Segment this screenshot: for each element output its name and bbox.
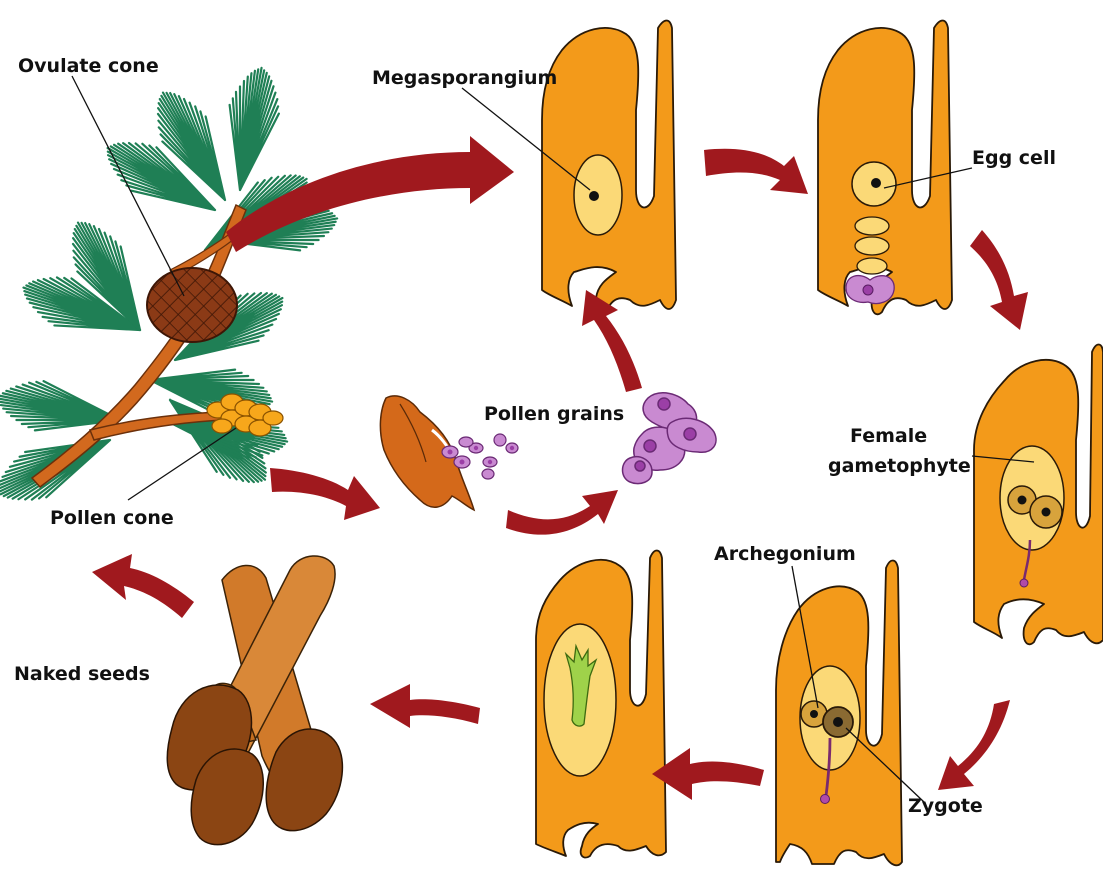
label-zygote: Zygote: [908, 795, 983, 817]
label-megasporangium: Megasporangium: [372, 67, 557, 89]
egg-cell-nucleus: [871, 178, 881, 188]
arrow-gametophyte-to-archegonium: [938, 700, 1010, 790]
arrow-grains-to-megasporangium: [582, 290, 642, 392]
pine-branch: [0, 64, 341, 516]
ovulate-cone-shape: [147, 268, 237, 342]
label-gametophyte: gametophyte: [828, 455, 971, 477]
ovule-egg-cell: [818, 21, 952, 315]
label-female: Female: [850, 425, 927, 447]
label-egg-cell: Egg cell: [972, 147, 1056, 169]
label-archegonium: Archegonium: [714, 543, 856, 565]
large-pollen-grains: [623, 393, 717, 484]
megasporangium-nucleus: [589, 191, 599, 201]
label-naked-seeds: Naked seeds: [14, 663, 150, 685]
ovule-female-gametophyte: [974, 345, 1103, 645]
arrow-egg-to-gametophyte: [970, 230, 1028, 330]
label-pollen-cone: Pollen cone: [50, 507, 174, 529]
label-ovulate-cone: Ovulate cone: [18, 55, 159, 77]
arrow-seeds-to-pollen-cone: [92, 554, 194, 618]
ovule-archegonium: [776, 561, 902, 866]
arrow-megasporangium-to-egg: [704, 149, 808, 194]
arrow-archegonium-to-embryo: [652, 748, 764, 800]
naked-seeds: [167, 556, 342, 845]
opened-pollen-cone: [380, 396, 474, 510]
arrow-pollen-cone-to-opened-cone: [270, 468, 380, 520]
arrow-embryo-to-seeds: [370, 684, 480, 728]
label-pollen-grains: Pollen grains: [484, 403, 624, 425]
ovule-embryo: [536, 551, 666, 858]
arrow-opened-cone-to-grains: [506, 490, 618, 535]
